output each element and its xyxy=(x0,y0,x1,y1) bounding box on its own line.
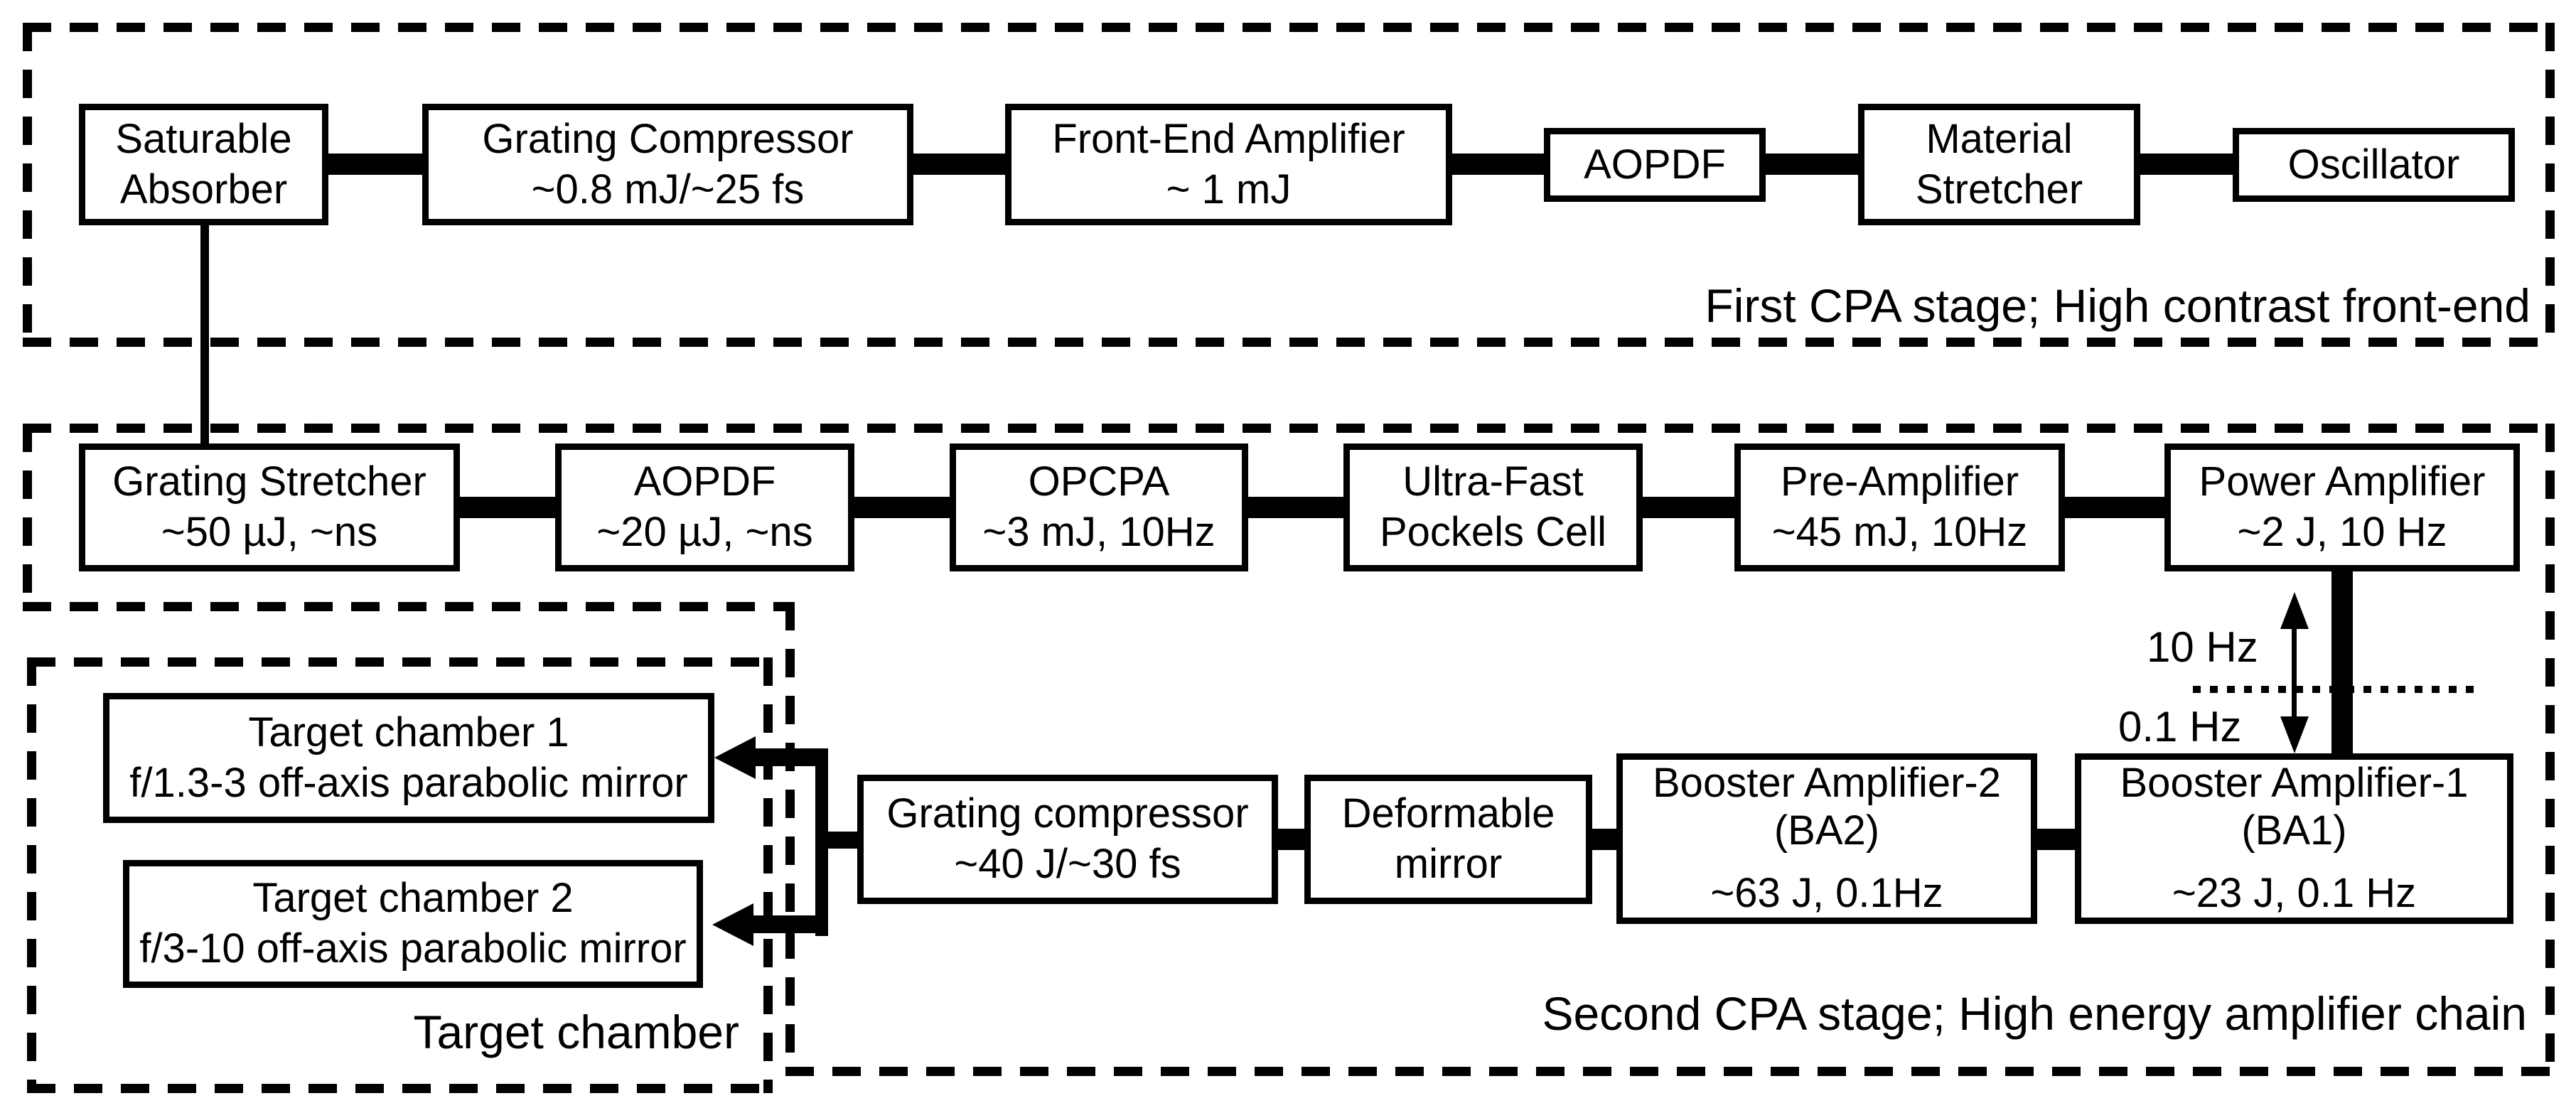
box-line: ~45 mJ, 10Hz xyxy=(1771,509,2028,555)
rate-arrow-line xyxy=(2292,611,2297,739)
box-material-stretcher: Material Stretcher xyxy=(1858,104,2140,225)
box-line: Booster Amplifier-1 xyxy=(2120,759,2469,806)
connector-opcpa-ufpc xyxy=(1248,497,1343,518)
target-chamber-label: Target chamber xyxy=(413,1006,739,1058)
box-line: ~ 1 mJ xyxy=(1166,166,1292,213)
box-line: OPCPA xyxy=(1028,458,1170,505)
first-stage-label: First CPA stage; High contrast front-end xyxy=(1705,279,2531,332)
connector-target1-arm xyxy=(746,748,828,766)
connector-dm-gc2 xyxy=(1278,829,1304,850)
box-line: ~0.8 mJ/~25 fs xyxy=(531,166,805,213)
connector-ba2-dm xyxy=(1592,829,1616,850)
box-line: Stretcher xyxy=(1915,166,2083,213)
box-line: Grating Compressor xyxy=(482,115,854,162)
box-line: (BA2) xyxy=(1773,807,1880,854)
first-stage-outline-bottom xyxy=(23,338,2555,347)
box-line: (BA1) xyxy=(2241,807,2347,854)
box-line: Pre-Amplifier xyxy=(1780,458,2019,505)
box-front-end-amplifier: Front-End Amplifier ~ 1 mJ xyxy=(1005,104,1452,225)
box-oscillator: Oscillator xyxy=(2233,128,2515,202)
box-grating-compressor-1: Grating Compressor ~0.8 mJ/~25 fs xyxy=(422,104,913,225)
box-power-amplifier: Power Amplifier ~2 J, 10 Hz xyxy=(2164,443,2520,571)
rate-arrow-up-icon xyxy=(2280,592,2309,629)
connector-fea-aopdf xyxy=(1452,154,1544,175)
box-target-chamber-2: Target chamber 2 f/3-10 off-axis parabol… xyxy=(123,860,703,988)
connector-ms-osc xyxy=(2140,154,2233,175)
connector-sa-gs xyxy=(200,225,209,443)
box-line: Target chamber 1 xyxy=(248,709,569,756)
box-line: Booster Amplifier-2 xyxy=(1653,759,2001,806)
target-chamber-outline-left xyxy=(27,657,36,1093)
box-line: Oscillator xyxy=(2287,141,2460,188)
box-line: Absorber xyxy=(119,166,288,213)
box-deformable-mirror: Deformable mirror xyxy=(1304,775,1592,904)
box-target-chamber-1: Target chamber 1 f/1.3-3 off-axis parabo… xyxy=(103,693,714,823)
connector-aopdf2-opcpa xyxy=(854,497,950,518)
box-pockels-cell: Ultra-Fast Pockels Cell xyxy=(1343,443,1643,571)
box-line: Ultra-Fast xyxy=(1402,458,1584,505)
connector-target2-arm xyxy=(745,915,828,933)
box-line: Deformable xyxy=(1341,790,1555,837)
box-line: Pockels Cell xyxy=(1379,509,1607,555)
second-stage-outline-mid xyxy=(23,602,795,611)
target-chamber-outline-right xyxy=(763,657,773,1093)
second-stage-outline-top xyxy=(23,424,2555,433)
box-line: ~40 J/~30 fs xyxy=(954,841,1181,887)
connector-aopdf-ms xyxy=(1766,154,1858,175)
box-line: f/1.3-3 off-axis parabolic mirror xyxy=(129,759,688,806)
second-stage-outline-left-lower xyxy=(785,602,795,1076)
box-line: Material xyxy=(1926,115,2073,162)
box-line: ~20 µJ, ~ns xyxy=(596,509,813,555)
box-line: mirror xyxy=(1394,841,1503,887)
connector-sa-gc xyxy=(328,154,422,175)
box-line: Target chamber 2 xyxy=(252,875,574,922)
connector-preamp-power xyxy=(2065,497,2164,518)
connector-gs-aopdf2 xyxy=(460,497,555,518)
box-booster-amplifier-1: Booster Amplifier-1 (BA1) ~23 J, 0.1 Hz xyxy=(2075,753,2513,924)
rate-arrow-down-icon xyxy=(2280,716,2309,753)
target2-arrowhead-icon xyxy=(712,903,753,946)
second-stage-outline-left-upper xyxy=(23,424,32,611)
connector-target-trunk xyxy=(815,748,828,936)
box-opcpa: OPCPA ~3 mJ, 10Hz xyxy=(950,443,1248,571)
box-line: Power Amplifier xyxy=(2199,458,2486,505)
box-aopdf-1: AOPDF xyxy=(1544,128,1766,202)
box-line: Grating Stretcher xyxy=(112,458,426,505)
box-line: ~50 µJ, ~ns xyxy=(161,509,378,555)
second-stage-label: Second CPA stage; High energy amplifier … xyxy=(1542,987,2527,1040)
connector-gc2-stub xyxy=(828,832,860,849)
connector-ba1-ba2 xyxy=(2037,829,2075,850)
box-pre-amplifier: Pre-Amplifier ~45 mJ, 10Hz xyxy=(1734,443,2065,571)
box-line: ~63 J, 0.1Hz xyxy=(1710,870,1943,917)
first-stage-outline-left xyxy=(23,23,32,347)
box-line: ~23 J, 0.1 Hz xyxy=(2172,870,2417,917)
box-line: Saturable xyxy=(115,115,292,162)
first-stage-outline-right xyxy=(2545,23,2555,347)
box-grating-stretcher: Grating Stretcher ~50 µJ, ~ns xyxy=(79,443,460,571)
box-grating-compressor-2: Grating compressor ~40 J/~30 fs xyxy=(857,775,1278,904)
box-line: Front-End Amplifier xyxy=(1052,115,1405,162)
box-line: ~2 J, 10 Hz xyxy=(2237,509,2447,555)
second-stage-outline-bottom xyxy=(785,1067,2555,1076)
target-chamber-outline-top xyxy=(27,657,773,667)
rate-high-label: 10 Hz xyxy=(2147,623,2258,671)
box-line: AOPDF xyxy=(633,458,776,505)
target1-arrowhead-icon xyxy=(714,736,756,779)
box-aopdf-2: AOPDF ~20 µJ, ~ns xyxy=(555,443,854,571)
second-stage-outline-right xyxy=(2545,424,2555,1076)
box-line: Grating compressor xyxy=(886,790,1249,837)
box-line: AOPDF xyxy=(1584,141,1726,188)
first-stage-outline-top xyxy=(23,23,2555,32)
box-line: f/3-10 off-axis parabolic mirror xyxy=(139,925,687,972)
connector-gc-fea xyxy=(913,154,1005,175)
connector-power-ba1 xyxy=(2331,571,2353,753)
box-saturable-absorber: Saturable Absorber xyxy=(79,104,328,225)
box-line: ~3 mJ, 10Hz xyxy=(982,509,1215,555)
rate-low-label: 0.1 Hz xyxy=(2118,703,2242,751)
target-chamber-outline-bottom xyxy=(27,1084,773,1093)
connector-ufpc-preamp xyxy=(1643,497,1734,518)
box-booster-amplifier-2: Booster Amplifier-2 (BA2) ~63 J, 0.1Hz xyxy=(1616,753,2037,924)
